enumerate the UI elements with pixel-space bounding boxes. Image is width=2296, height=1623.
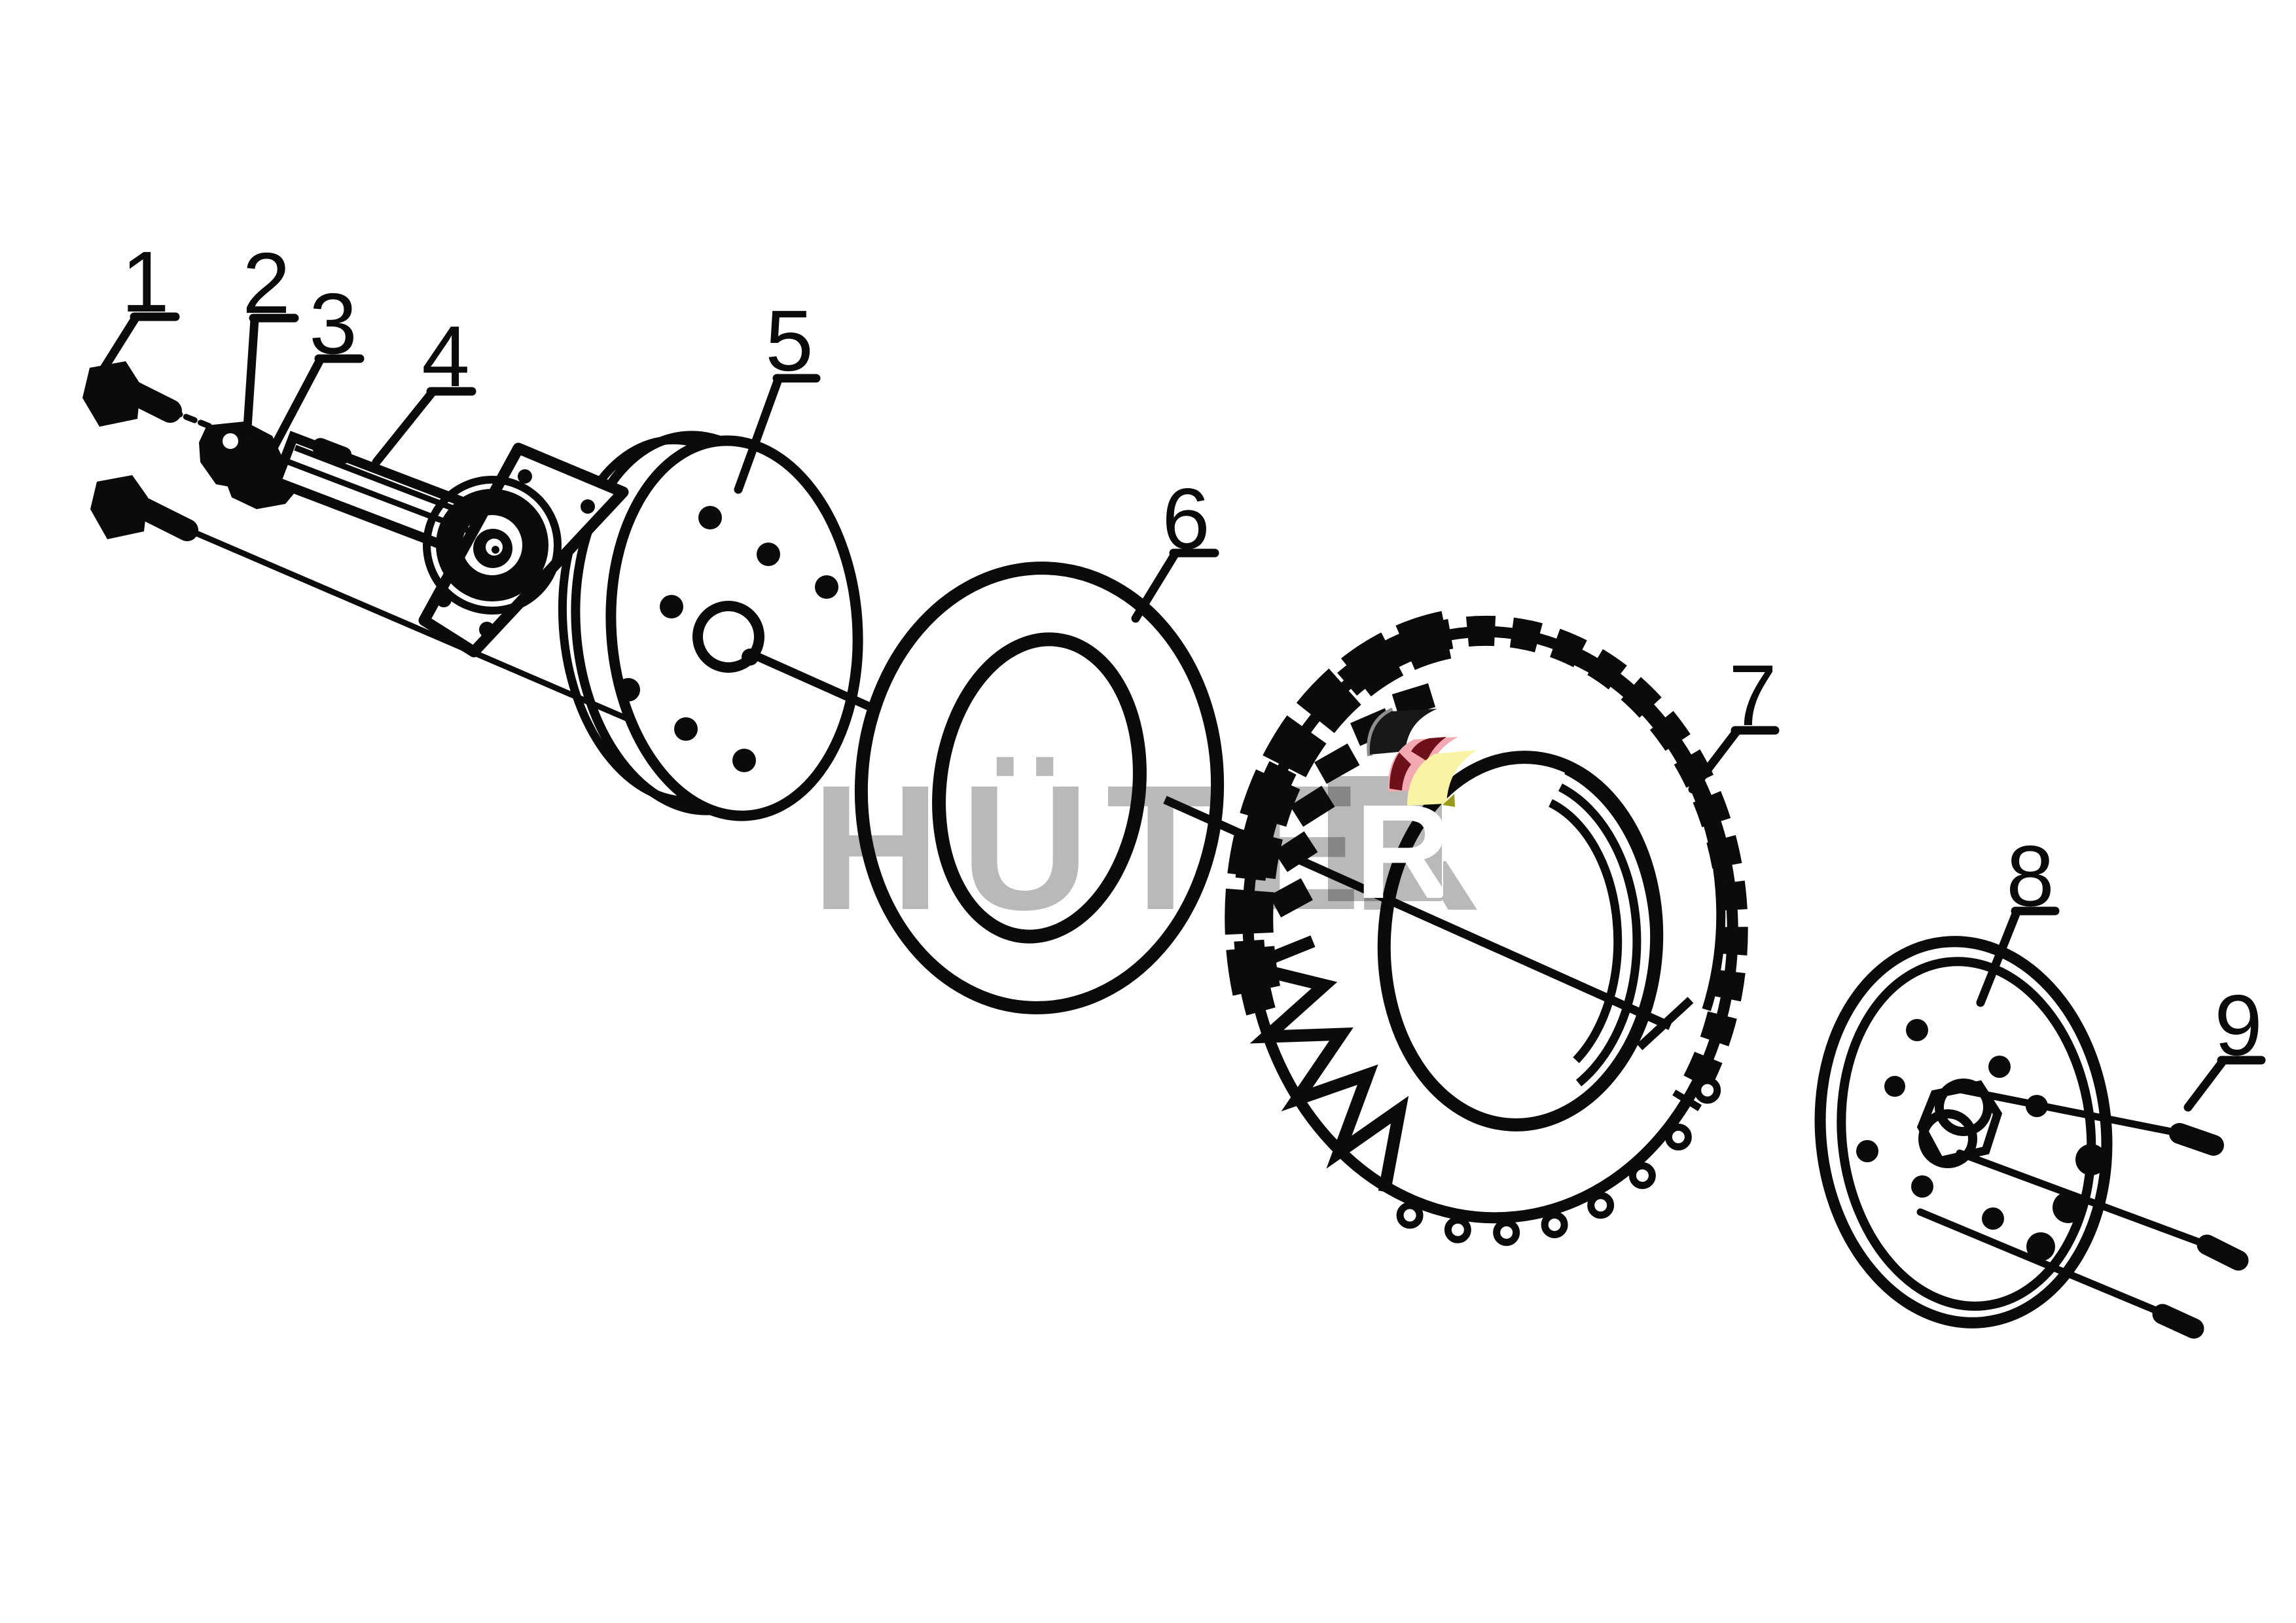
- svg-text:H: H: [812, 748, 940, 947]
- svg-text:5: 5: [765, 293, 813, 389]
